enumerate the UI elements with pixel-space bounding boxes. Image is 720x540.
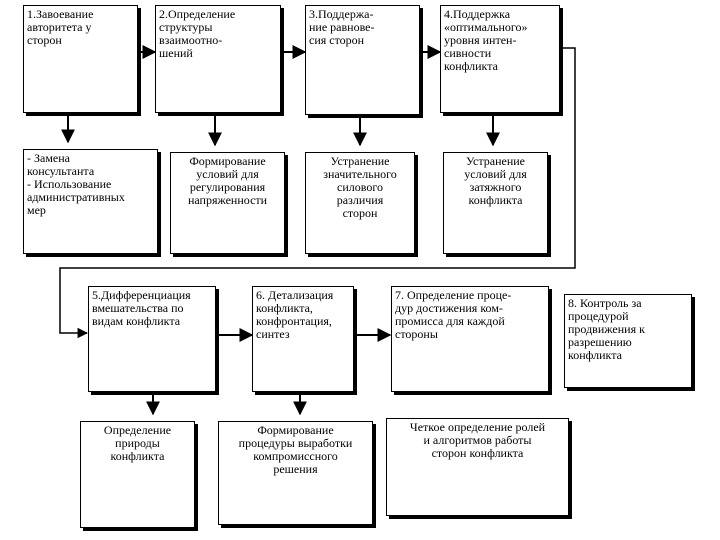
step-5-line-3: видам конфликта — [92, 314, 181, 328]
step-4-box: 4.Поддержка «оптимального» уровня интен-… — [440, 5, 560, 113]
step-4-line-5: конфликта — [444, 59, 498, 73]
result-7-line-2: и алгоритмов работы — [423, 433, 532, 447]
result-6-line-1: Формирование — [257, 423, 334, 437]
step-6-line-4: синтез — [256, 327, 290, 341]
result-2-line-2: условий для — [196, 167, 259, 181]
step-7-box: 7. Определение проце- дур достижения ком… — [391, 286, 549, 392]
result-7-box: Четкое определение ролей и алгоритмов ра… — [386, 418, 569, 516]
step-5-line-1: 5.Дифференциация — [92, 288, 191, 302]
step-6-line-2: конфликта, — [256, 301, 313, 315]
result-2-line-4: напряженности — [187, 193, 268, 207]
result-2-line-3: регулирования — [189, 180, 266, 194]
result-4-line-2: условий для — [464, 167, 527, 181]
result-5-line-2: природы — [115, 436, 160, 450]
step-3-box: 3.Поддержа- ние равнове- сия сторон — [305, 5, 420, 115]
result-6-line-3: компромиссного — [253, 449, 338, 463]
result-6-line-4: решения — [273, 462, 318, 476]
step-6-box: 6. Детализация конфликта, конфронтация, … — [252, 286, 354, 392]
step-3-line-2: ние равнове- — [309, 20, 375, 34]
result-5-line-3: конфликта — [110, 449, 165, 463]
step-2-line-1: 2.Определение — [159, 7, 236, 21]
result-6-box: Формирование процедуры выработки компром… — [218, 421, 373, 525]
step-6-line-3: конфронтация, — [256, 314, 332, 328]
step-1-line-1: 1.Завоевание — [27, 7, 94, 21]
step-4-line-3: уровня интен- — [444, 33, 517, 47]
result-3-box: Устранение значительного силового различ… — [305, 152, 415, 254]
result-3-line-3: силового — [337, 180, 383, 194]
result-5-line-1: Определение — [103, 423, 172, 437]
result-6-line-2: процедуры выработки — [238, 436, 353, 450]
result-4-line-3: затяжного — [469, 180, 522, 194]
step-1-line-2: авторитета у — [27, 20, 92, 34]
result-3-line-1: Устранение — [330, 154, 390, 168]
connector-4-5 — [59, 47, 576, 339]
step-2-box: 2.Определение структуры взаимоотно- шени… — [155, 5, 281, 113]
result-1-line-2: консультанта — [27, 164, 95, 178]
step-2-line-4: шений — [159, 46, 193, 60]
step-4-line-4: сивности — [444, 46, 492, 60]
result-1-line-4: административных — [27, 190, 125, 204]
result-7-line-3: сторон конфликта — [431, 446, 524, 460]
result-2-line-1: Формирование — [189, 154, 266, 168]
step-7-line-1: 7. Определение проце- — [395, 288, 512, 302]
result-4-box: Устранение условий для затяжного конфлик… — [443, 152, 548, 254]
step-7-line-4: стороны — [395, 327, 438, 341]
result-4-line-1: Устранение — [465, 154, 525, 168]
result-3-line-5: сторон — [342, 206, 378, 220]
step-8-line-2: процедурой — [568, 309, 629, 323]
step-7-line-3: промисса для каждой — [395, 314, 505, 328]
result-1-box: - Замена консультанта - Использование ад… — [23, 149, 158, 254]
step-1-box: 1.Завоевание авторитета у сторон — [23, 5, 138, 113]
step-8-line-4: разрешению — [568, 335, 632, 349]
step-4-line-1: 4.Поддержка — [444, 7, 511, 21]
step-8-line-3: продвижения к — [568, 322, 645, 336]
step-1-line-3: сторон — [27, 33, 62, 47]
result-4-line-4: конфликта — [468, 193, 523, 207]
result-1-line-1: - Замена — [27, 151, 71, 165]
result-3-line-2: значительного — [323, 167, 397, 181]
step-8-line-1: 8. Контроль за — [568, 296, 642, 310]
step-3-line-1: 3.Поддержа- — [309, 7, 374, 21]
result-1-line-5: мер — [27, 203, 46, 217]
result-3-line-4: различия — [336, 193, 384, 207]
step-8-box: 8. Контроль за процедурой продвижения к … — [564, 294, 692, 388]
result-1-line-3: - Использование — [27, 177, 112, 191]
step-3-line-3: сия сторон — [309, 33, 365, 47]
result-5-box: Определение природы конфликта — [80, 421, 195, 528]
step-7-line-2: дур достижения ком- — [395, 301, 503, 315]
step-2-line-3: взаимоотно- — [159, 33, 223, 47]
result-2-box: Формирование условий для регулирования н… — [170, 152, 285, 254]
step-2-line-2: структуры — [159, 20, 213, 34]
result-7-line-1: Четкое определение ролей — [409, 420, 546, 434]
step-4-line-2: «оптимального» — [444, 20, 528, 34]
step-5-line-2: вмешательства по — [92, 301, 184, 315]
step-8-line-5: конфликта — [568, 348, 622, 362]
step-6-line-1: 6. Детализация — [256, 288, 334, 302]
step-5-box: 5.Дифференциация вмешательства по видам … — [88, 286, 216, 392]
